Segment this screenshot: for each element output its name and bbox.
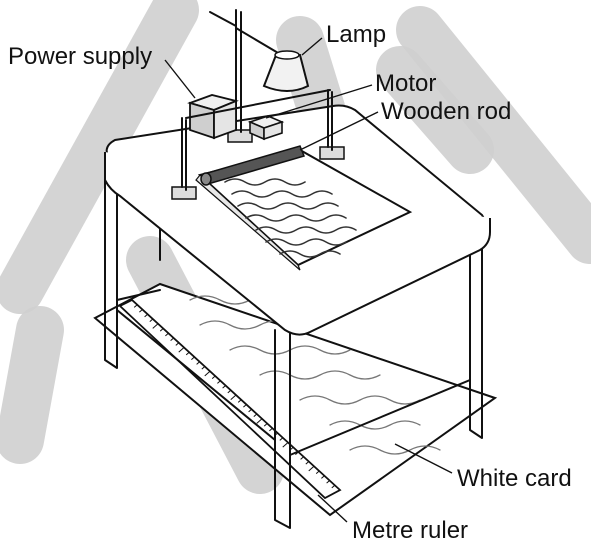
ruler-tick (133, 304, 138, 308)
ruler-tick (308, 465, 315, 472)
retort-stand-left (171, 117, 197, 200)
metre-ruler (118, 298, 342, 500)
ruler-tick (237, 399, 242, 403)
label-metre-ruler: Metre ruler (352, 517, 468, 544)
wooden-rod (200, 145, 306, 186)
label-wooden-rod: Wooden rod (381, 98, 511, 125)
ruler-tick (196, 361, 200, 365)
ruler-tick (256, 418, 263, 424)
ruler-tick (248, 408, 252, 413)
ruler-tick (139, 309, 143, 313)
ruler-tick (263, 423, 268, 427)
ruler-tick (191, 356, 195, 361)
ruler-tick (175, 342, 180, 346)
label-white-card: White card (457, 465, 572, 492)
ruler-tick (170, 337, 174, 342)
motor (247, 115, 285, 141)
ruler-tick (253, 413, 258, 418)
ruler-tick (211, 375, 216, 380)
leader-lines (164, 37, 453, 523)
ruler-tick (144, 313, 148, 318)
ruler-tick (217, 380, 221, 384)
ruler-tick (230, 394, 237, 400)
ruler-tick (326, 480, 330, 484)
ruler-tick (315, 470, 320, 475)
ruler-tick (300, 456, 304, 460)
ruler-tick (159, 328, 164, 332)
table-legs (104, 179, 483, 529)
ruler-tick (165, 332, 169, 337)
ripple-tank (195, 148, 413, 271)
ruler-tick (269, 427, 273, 432)
label-lamp: Lamp (326, 21, 386, 48)
label-motor: Motor (375, 70, 436, 97)
ruler-tick (305, 461, 310, 465)
white-card (93, 282, 498, 517)
ruler-tick (204, 370, 211, 377)
water-wave-pattern (224, 178, 357, 258)
ruler-tick (149, 318, 154, 323)
table-shelf-rails (116, 289, 471, 456)
labels: Power supply Lamp Motor Wooden rod White… (8, 21, 572, 544)
ruler-tick (243, 404, 247, 408)
ruler-tick (222, 385, 226, 389)
retort-stand-right (319, 89, 345, 160)
label-power-supply: Power supply (8, 43, 152, 70)
ruler-tick (279, 437, 284, 441)
ruler-tick (331, 484, 336, 489)
ruler-tick (178, 347, 185, 353)
ruler-tick (227, 389, 232, 394)
ruler-tick (282, 442, 289, 448)
ruler-tick (201, 366, 206, 370)
support-crossbar (185, 89, 331, 119)
ruler-tick (321, 475, 325, 479)
ruler-tick (152, 323, 159, 329)
ruler-tick (185, 351, 190, 356)
lamp (262, 50, 310, 92)
